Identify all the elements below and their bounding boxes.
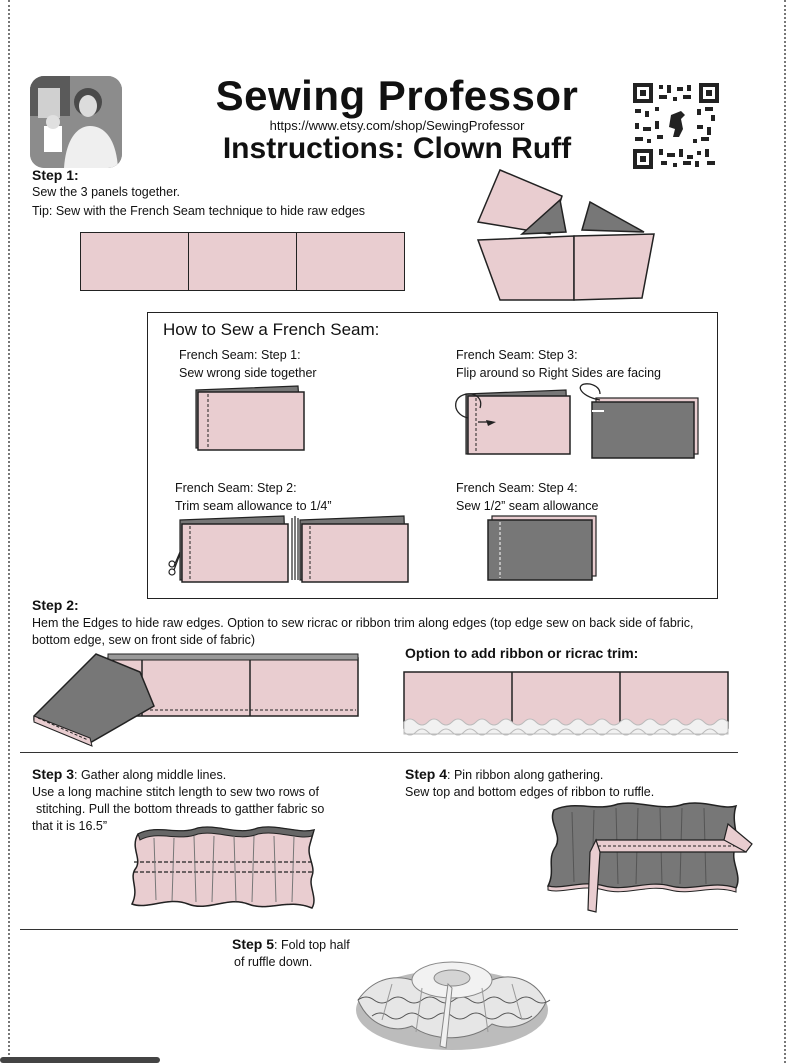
step2-option-text: Option to add ribbon or ricrac trim: bbox=[405, 645, 639, 661]
fs-step1-diagram bbox=[195, 385, 305, 451]
page-border-left bbox=[8, 0, 10, 1063]
fs-step1-text: Sew wrong side together bbox=[179, 366, 317, 380]
panel-2 bbox=[188, 232, 298, 291]
ricrac-trim-diagram bbox=[403, 671, 729, 736]
author-photo bbox=[30, 76, 122, 168]
scissors-icon bbox=[168, 551, 181, 576]
step1-line1: Sew the 3 panels together. bbox=[32, 185, 181, 199]
flip-arrow-icon bbox=[455, 393, 482, 419]
step2-text: Hem the Edges to hide raw edges. Option … bbox=[32, 616, 694, 647]
page-title: Sewing Professor bbox=[215, 72, 579, 119]
step3-text-block: Step 3: Gather along middle lines. Use a… bbox=[32, 766, 382, 835]
panel-join-diagram bbox=[476, 169, 655, 301]
qr-code-icon[interactable] bbox=[633, 83, 719, 169]
fs-step4-title: French Seam: Step 4: bbox=[456, 481, 578, 495]
fs-step3-diagram bbox=[455, 383, 699, 459]
step2-heading: Step 2: bbox=[32, 597, 79, 613]
french-seam-box bbox=[147, 312, 718, 599]
divider-1 bbox=[20, 752, 738, 753]
page-subtitle: Instructions: Clown Ruff bbox=[222, 132, 572, 165]
fs-step4-text: Sew 1/2” seam allowance bbox=[456, 499, 599, 513]
hem-edges-diagram bbox=[33, 653, 359, 747]
step5-text-a: : Fold top half bbox=[274, 938, 350, 952]
step1-heading: Step 1: bbox=[32, 167, 79, 183]
step4-heading: Step 4 bbox=[405, 766, 448, 782]
fs-step3-title: French Seam: Step 3: bbox=[456, 348, 578, 362]
step3-heading: Step 3 bbox=[32, 766, 75, 782]
three-panels-diagram bbox=[80, 232, 405, 291]
step1-line2: Tip: Sew with the French Seam technique … bbox=[32, 204, 366, 218]
step4-text-a: : Pin ribbon along gathering. bbox=[447, 768, 604, 782]
gathered-ruffle-diagram bbox=[130, 826, 316, 909]
ribbon-pin-diagram bbox=[546, 802, 753, 913]
step4-text-block: Step 4: Pin ribbon along gathering. Sew … bbox=[405, 766, 745, 801]
divider-2 bbox=[20, 929, 738, 930]
finished-ruff-diagram bbox=[356, 961, 551, 1050]
fs-step1-title: French Seam: Step 1: bbox=[179, 348, 301, 362]
french-seam-title: How to Sew a French Seam: bbox=[163, 320, 380, 339]
page-border-right bbox=[784, 0, 786, 1063]
fs-step3-text: Flip around so Right Sides are facing bbox=[456, 366, 661, 380]
step4-text-b: Sew top and bottom edges of ribbon to ru… bbox=[405, 785, 655, 799]
step3-text-b: Use a long machine stitch length to sew … bbox=[32, 785, 319, 799]
fs-step4-diagram bbox=[487, 515, 597, 581]
bottom-scrollbar[interactable] bbox=[0, 1057, 160, 1063]
panel-1 bbox=[80, 232, 190, 291]
fs-step2-title: French Seam: Step 2: bbox=[175, 481, 297, 495]
step5-heading: Step 5 bbox=[232, 936, 275, 952]
fs-step2-text: Trim seam allowance to 1/4” bbox=[175, 499, 332, 513]
step3-text-d: that it is 16.5” bbox=[32, 819, 108, 833]
step5-text-block: Step 5: Fold top half of ruffle down. bbox=[232, 936, 432, 971]
step3-text-c: stitching. Pull the bottom threads to ga… bbox=[36, 802, 325, 816]
step5-text-b: of ruffle down. bbox=[234, 955, 313, 969]
step3-text-a: : Gather along middle lines. bbox=[74, 768, 227, 782]
shop-url[interactable]: https://www.etsy.com/shop/SewingProfesso… bbox=[269, 118, 525, 133]
panel-3 bbox=[296, 232, 405, 291]
fs-step2-diagram bbox=[168, 515, 409, 583]
